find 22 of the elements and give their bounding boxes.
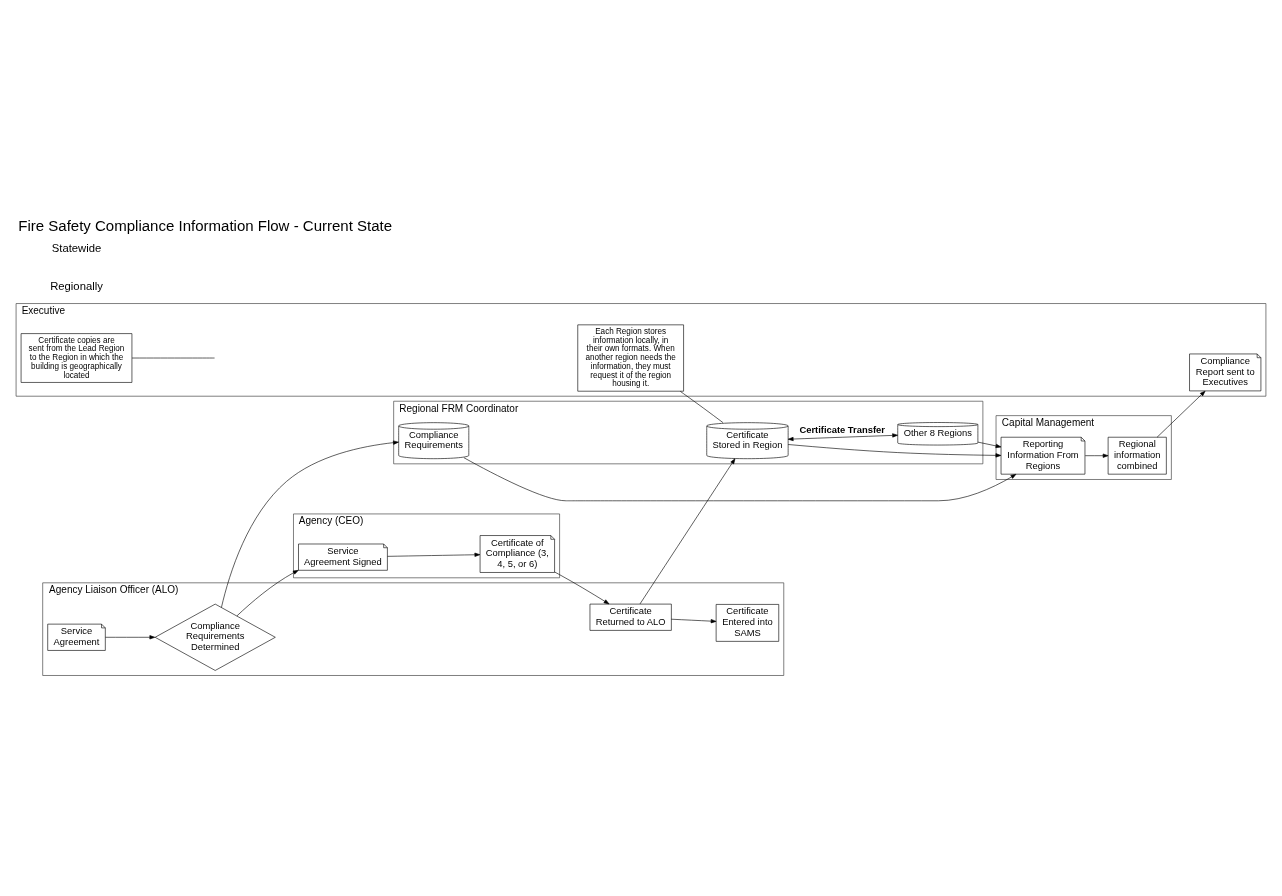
arrow: [671, 618, 717, 623]
label: Regionally: [50, 279, 103, 292]
arrow: [1156, 390, 1206, 438]
arrow: [554, 571, 610, 604]
label: Statewide: [51, 241, 102, 254]
node-box: Certificate Entered into SAMS: [715, 603, 780, 642]
arrow: [977, 441, 1002, 448]
arrow: [236, 569, 299, 616]
arrow: [639, 457, 736, 604]
diagram-title: Fire Safety Compliance Information Flow - Current State: [18, 216, 393, 234]
arrow: [1084, 453, 1109, 458]
arrow: [221, 440, 399, 608]
arrow: [105, 634, 156, 639]
arrow: [787, 432, 898, 441]
node-diamond: Compliance Requirements Determined: [154, 603, 276, 671]
arrow: [787, 443, 1002, 457]
arrow: [463, 456, 1017, 501]
edge-label: Certificate Transfer: [799, 423, 885, 435]
arrow: [387, 552, 481, 557]
connector: [680, 390, 724, 423]
node-box: Regional information combined: [1107, 436, 1167, 474]
node-box: Certificate Returned to ALO: [589, 603, 672, 631]
